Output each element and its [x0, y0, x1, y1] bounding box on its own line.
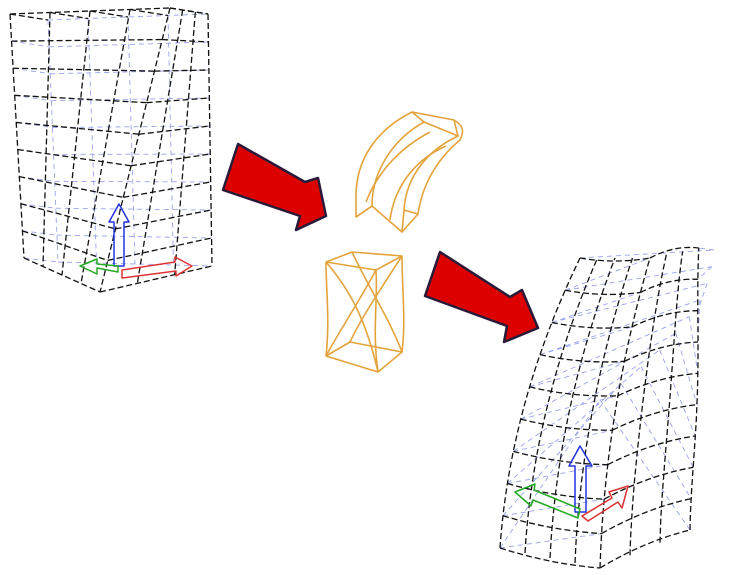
hidden-edge — [48, 20, 58, 262]
hidden-edge — [128, 17, 135, 264]
mesh-edge — [604, 467, 693, 499]
mesh-edge — [600, 258, 650, 568]
hidden-edge — [540, 327, 632, 355]
mesh-edge — [21, 204, 116, 229]
hidden-edge — [21, 204, 56, 208]
hidden-edge — [521, 333, 676, 419]
red-arrow-icon — [223, 144, 326, 230]
mesh-edge — [137, 10, 182, 283]
mesh-edge — [131, 154, 210, 166]
hidden-edge — [689, 317, 698, 374]
hidden-edge — [530, 361, 625, 387]
mesh-edge — [10, 14, 48, 20]
hidden-edge — [552, 283, 707, 322]
hidden-edge — [565, 267, 712, 291]
result-mesh — [500, 247, 714, 568]
mesh-edge — [130, 10, 168, 16]
bend-deformer — [356, 112, 462, 232]
mesh-edge — [632, 311, 698, 327]
mesh-edge — [170, 8, 208, 14]
mesh-edge — [43, 13, 50, 267]
hidden-edge — [88, 19, 97, 264]
mesh-edge — [162, 40, 208, 42]
mesh-edge — [116, 210, 212, 229]
mesh-edge — [624, 342, 698, 361]
hidden-edge — [699, 248, 714, 250]
hidden-edge — [530, 317, 690, 387]
mesh-edge — [640, 279, 697, 292]
hidden-edge — [500, 400, 600, 548]
mesh-edge — [608, 436, 696, 465]
hidden-edge — [168, 16, 174, 266]
red-arrow-icon — [425, 252, 538, 342]
hidden-edge — [698, 283, 707, 310]
hidden-edge — [641, 367, 693, 468]
mesh-edge — [600, 530, 690, 568]
mesh-edge — [81, 10, 130, 284]
mesh-edge — [123, 182, 210, 197]
mesh-edge — [90, 11, 128, 17]
hidden-edge — [12, 41, 50, 47]
result-axis-gizmo-icon — [515, 446, 628, 521]
hidden-edge — [580, 250, 714, 258]
mesh-edge — [100, 8, 170, 292]
twist-deformer — [326, 252, 404, 372]
hidden-edge — [521, 396, 618, 419]
hidden-edge — [660, 350, 696, 436]
mesh-edge — [208, 14, 212, 266]
mesh-edge — [690, 248, 699, 530]
source-mesh — [10, 8, 212, 292]
mesh-edge — [100, 266, 212, 292]
mesh-edge — [139, 126, 210, 134]
hidden-edge — [552, 292, 641, 322]
mesh-edge — [175, 12, 196, 275]
mesh-edge — [50, 13, 88, 19]
mesh-edge — [521, 419, 613, 430]
mesh-edge — [660, 251, 683, 542]
mesh-edge — [10, 14, 24, 258]
